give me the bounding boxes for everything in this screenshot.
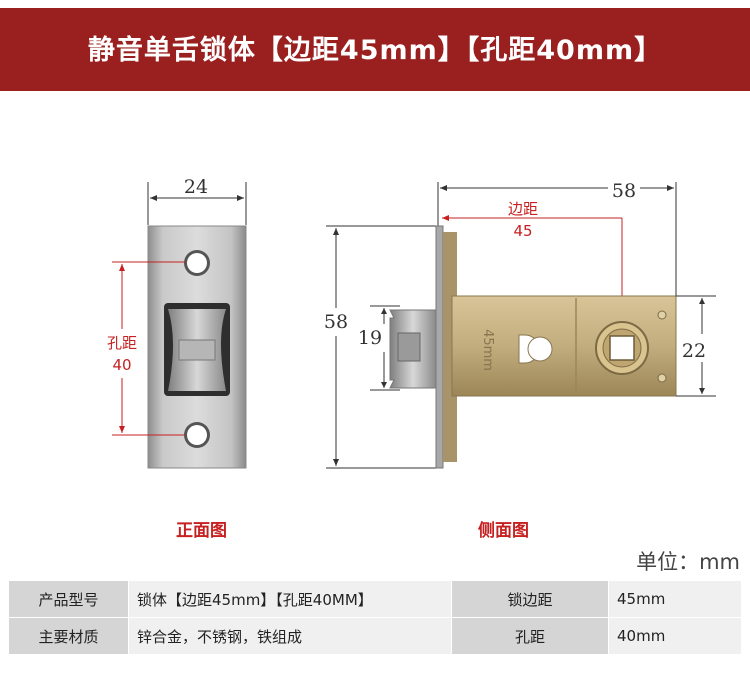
spec-key: 孔距 (451, 617, 609, 655)
spec-table: 产品型号 锁体【边距45mm】【孔距40MM】 锁边距 45mm 主要材质 锌合… (8, 580, 742, 655)
table-row: 主要材质 锌合金，不锈钢，铁组成 孔距 40mm (8, 617, 742, 655)
spec-value: 40mm (608, 617, 742, 655)
product-diagram: 24 孔距 40 58 (107, 176, 716, 469)
side-view: 58 边距 45 58 19 45mm (324, 180, 716, 469)
spec-key: 主要材质 (8, 617, 129, 655)
front-view: 24 孔距 40 (107, 176, 247, 469)
side-faceplate (435, 225, 444, 469)
spindle-square-icon (609, 335, 635, 361)
body-engraving: 45mm (480, 329, 495, 371)
front-width-label: 24 (184, 176, 208, 198)
spec-key: 产品型号 (8, 580, 129, 618)
front-view-caption: 正面图 (176, 521, 227, 541)
spec-value: 45mm (608, 580, 742, 618)
hole-distance-label: 孔距 (107, 334, 137, 352)
spec-key: 锁边距 (451, 580, 609, 618)
unit-note: 单位：mm (636, 550, 740, 574)
spec-value: 锌合金，不锈钢，铁组成 (128, 617, 452, 655)
backset-value: 45 (513, 222, 532, 240)
spec-value: 锁体【边距45mm】【孔距40MM】 (128, 580, 452, 618)
body-height-label: 22 (682, 340, 706, 362)
rivet-icon (657, 373, 667, 383)
side-view-caption: 侧面图 (478, 521, 529, 541)
rivet-icon (657, 310, 667, 320)
backset-label: 边距 (508, 200, 538, 218)
screw-hole-bottom-icon (184, 422, 210, 448)
page-title: 静音单舌锁体【边距45mm】【孔距40mm】 (87, 35, 663, 66)
hole-distance-value: 40 (112, 356, 131, 374)
side-height-label: 58 (324, 311, 348, 333)
side-length-label: 58 (612, 180, 636, 202)
latch-height-label: 19 (358, 327, 382, 349)
header-banner (0, 8, 750, 91)
screw-hole-top-icon (184, 250, 210, 276)
table-row: 产品型号 锁体【边距45mm】【孔距40MM】 锁边距 45mm (8, 580, 742, 618)
